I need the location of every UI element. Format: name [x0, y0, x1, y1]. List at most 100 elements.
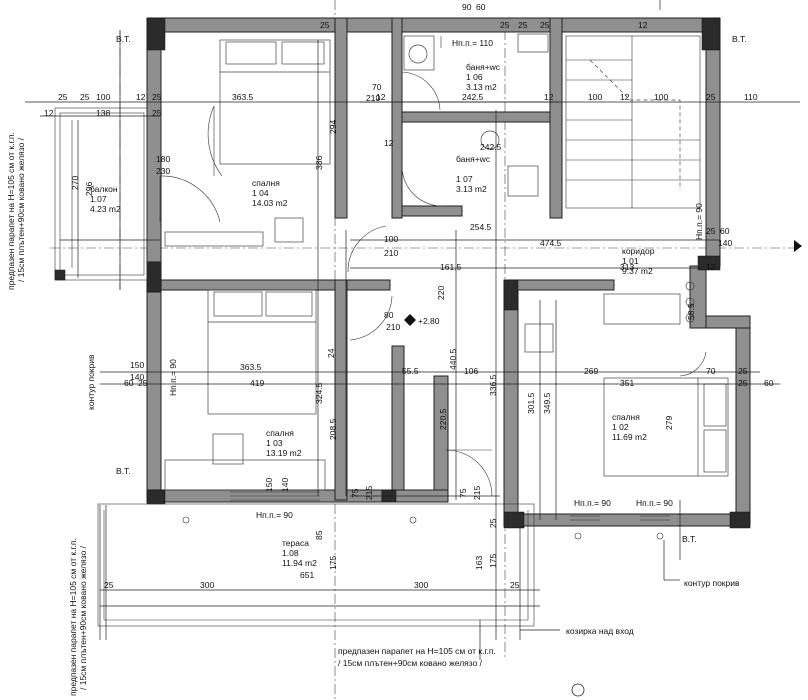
dim-value: 80 [384, 310, 394, 320]
dim-value: 25 [510, 580, 520, 590]
sill-height-vertical: Нп.п.= 90 [168, 359, 178, 396]
dim-value: 85 [314, 530, 324, 540]
room-number: 1 06 [466, 72, 483, 82]
sill-height-vertical: Нп.п.= 90 [694, 203, 704, 240]
dim-value: 242.5 [462, 92, 484, 102]
dim-value: 12 [384, 138, 394, 148]
dim-value: 175 [328, 556, 338, 570]
dim-value: 140 [718, 238, 732, 248]
room-number: 1 01 [622, 256, 639, 266]
sill-height-label: Нп.п.= 110 [452, 38, 493, 48]
dim-value: 100 [654, 92, 668, 102]
dim-value: 25 [706, 226, 716, 236]
dim-value: 12 [376, 92, 386, 102]
room-name: коридор [622, 246, 655, 256]
dim-value: 324.5 [314, 382, 324, 404]
room-number: 1 03 [266, 438, 283, 448]
dim-value: 301.5 [526, 392, 536, 414]
dim-value: 24 [326, 348, 336, 358]
dim-value: 351 [620, 378, 634, 388]
staircase [565, 35, 701, 209]
dim-value: 12 [44, 108, 54, 118]
dim-value: 230 [156, 166, 170, 176]
dim-value: 25 [738, 366, 748, 376]
dim-value: 140 [130, 372, 144, 382]
dim-value: 150 [264, 478, 274, 492]
parapet-note: предпазен парапет на Н=105 см от к.г.п. [338, 646, 496, 656]
dim-value: 215 [364, 486, 374, 500]
sill-height-label: Нп.п.= 90 [636, 498, 673, 508]
dim-value: 60 [720, 226, 730, 236]
dim-value: 220.5 [438, 408, 448, 430]
dim-value: 270 [70, 176, 80, 190]
dim-value: 140 [280, 478, 290, 492]
room-number: 1 04 [252, 188, 269, 198]
dim-value: 220 [436, 286, 446, 300]
dim-value: 25 [518, 20, 528, 30]
dim-value: 75 [350, 488, 360, 498]
room-area: 3.13 m2 [466, 82, 497, 92]
dim-value: 296 [84, 182, 94, 196]
dim-value: 440.5 [448, 348, 458, 370]
dim-value: 25 [152, 108, 162, 118]
dim-value: 12 [544, 92, 554, 102]
room-area: 4.23 m2 [90, 204, 121, 214]
room-area: 3.13 m2 [456, 184, 487, 194]
roof-contour-label: контур покрив [684, 578, 740, 588]
dim-value: 25 [80, 92, 90, 102]
room-number: 1 07 [456, 174, 473, 184]
interior-walls [146, 17, 563, 503]
windows [230, 36, 670, 521]
canopy-label: козирка над вход [566, 626, 634, 636]
section-circle [571, 683, 585, 697]
parapet-note: / 15см плътен+90см ковано желязо / [338, 658, 483, 668]
dim-value: 242.5 [480, 142, 502, 152]
room-number: 1 02 [612, 422, 629, 432]
dim-value: 25 [500, 20, 510, 30]
dim-value: 294 [328, 120, 338, 134]
sill-height-label: Нп.п.= 90 [574, 498, 611, 508]
dim-value: 363.5 [240, 362, 262, 372]
dim-value: 25 [488, 518, 498, 528]
dim-value: 100 [96, 92, 110, 102]
parapet-note-vertical: предпазен парапет на Н=105 см от к.г.п. [6, 132, 16, 290]
room-name: тераса [282, 538, 309, 548]
room-area: 11.69 m2 [612, 432, 647, 442]
room-number: 1.07 [90, 194, 107, 204]
dim-value: 215 [472, 486, 482, 500]
dim-value: 70 [372, 82, 382, 92]
room-name: балкон [90, 184, 118, 194]
terrace [97, 503, 664, 627]
dim-value: 25 [138, 378, 148, 388]
level-mark: +2.80 [404, 314, 440, 326]
dim-value: 363.5 [232, 92, 254, 102]
dimension-values: 90 60 25 25 25 12 25 25 25 100 12 25 363… [44, 2, 774, 590]
dim-value: 90 [462, 2, 472, 12]
parapet-note-vertical: / 15см плътен+90см ковано желязо / [78, 545, 88, 690]
dim-value: 106 [464, 366, 478, 376]
dim-value: 60 [476, 2, 486, 12]
dim-value: 300 [414, 580, 428, 590]
dim-value: 210 [384, 248, 398, 258]
parapet-note-vertical: предпазен парапет на Н=105 см от к.г.п. [68, 538, 78, 696]
dimension-lines [25, 0, 800, 660]
room-area: 9.37 m2 [622, 266, 653, 276]
room-area: 13.19 m2 [266, 448, 302, 458]
room-area: 14.03 m2 [252, 198, 288, 208]
dim-value: 25 [738, 378, 748, 388]
dim-value: 300 [200, 580, 214, 590]
window-type-label: В.Т. [116, 466, 131, 476]
room-area: 11.94 m2 [282, 558, 317, 568]
dim-value: 12 [136, 92, 146, 102]
dim-value: 180 [156, 154, 170, 164]
roof-contour-vertical: контур покрив [86, 354, 96, 410]
dim-value: 336.5 [488, 374, 498, 396]
dim-value: 150 [130, 360, 144, 370]
dim-value: 12 [706, 262, 716, 272]
room-labels: спалня 1 04 14.03 m2 спалня 1 03 13.19 m… [90, 62, 655, 568]
dim-value: 161.5 [440, 262, 462, 272]
room-name: баня+wc [456, 154, 491, 164]
level-label: +2.80 [418, 316, 440, 326]
dim-value: 60 [124, 378, 134, 388]
